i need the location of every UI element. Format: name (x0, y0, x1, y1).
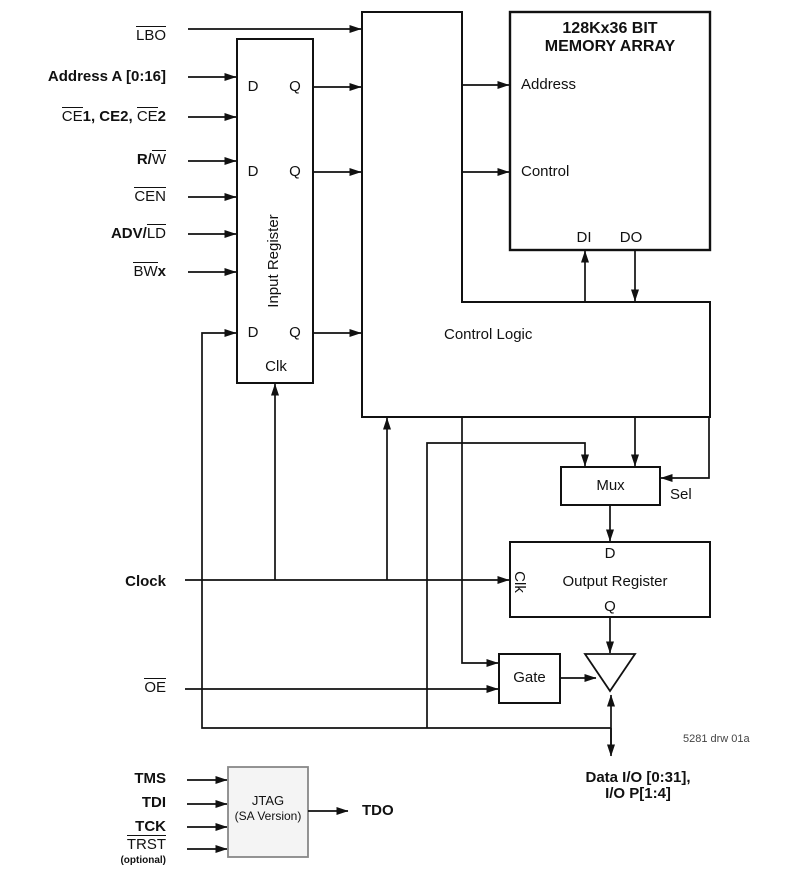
control-logic-title: Control Logic (444, 326, 533, 343)
input-register-q2: Q (289, 163, 301, 180)
jtag-subtitle: (SA Version) (234, 809, 302, 823)
memory-array-di-label: DI (576, 229, 592, 246)
data-io-label-line2: I/O P[1:4] (605, 785, 671, 802)
output-register-d-label: D (604, 545, 616, 562)
jtag-title: JTAG (251, 793, 285, 808)
input-register-q1: Q (289, 78, 301, 95)
drawing-number-note: 5281 drw 01a (683, 733, 750, 745)
memory-array-address-port: Address (521, 76, 577, 93)
gate-title: Gate (513, 669, 546, 686)
input-register-d3: D (247, 324, 259, 341)
output-register-title: Output Register (562, 573, 668, 590)
signal-label-rw: R/W (136, 150, 166, 168)
wire-writedata-to-mux (426, 442, 589, 728)
memory-array-block (508, 10, 712, 252)
memory-array-title-line2: MEMORY ARRAY (544, 38, 676, 55)
signal-label-trst-optional: (optional) (120, 855, 166, 866)
mux-sel-label: Sel (670, 486, 692, 503)
signal-label-address: Address A [0:16] (47, 68, 166, 85)
signal-label-tck: TCK (135, 818, 166, 835)
wire-control-to-gate (461, 417, 499, 667)
input-register-block (236, 38, 314, 384)
input-register-d1: D (247, 78, 259, 95)
wire-mux-sel (660, 417, 710, 482)
output-buffer-triangle (583, 653, 637, 693)
signal-label-adv-ld: ADV/LD (110, 224, 166, 242)
signal-label-oe: OE (144, 678, 166, 696)
input-register-d2: D (247, 163, 259, 180)
mux-title: Mux (596, 477, 625, 494)
wire-io-feedback (201, 329, 611, 729)
output-register-clk-label: Clk (511, 571, 528, 593)
signal-label-clock: Clock (125, 573, 166, 590)
data-io-label-line1: Data I/O [0:31], (585, 769, 691, 786)
memory-array-do-label: DO (619, 229, 643, 246)
input-register-title: Input Register (265, 214, 282, 308)
memory-array-control-port: Control (521, 163, 570, 180)
output-register-q-label: Q (604, 598, 616, 615)
input-register-clk-label: Clk (265, 358, 287, 375)
signal-label-tms: TMS (134, 770, 166, 787)
signal-label-tdo: TDO (362, 802, 394, 819)
mux-block (560, 466, 661, 506)
signal-label-ce: CE1, CE2, CE2 (61, 107, 166, 125)
signal-label-cen: CEN (134, 187, 166, 205)
control-logic-block (361, 11, 711, 418)
output-register-block (509, 541, 711, 618)
input-register-q3: Q (289, 324, 301, 341)
signal-label-trst: TRST (126, 835, 166, 853)
signal-label-tdi: TDI (141, 794, 166, 811)
signal-label-lbo: LBO (135, 26, 166, 44)
jtag-block (227, 766, 309, 858)
memory-array-title-line1: 128Kx36 BIT (562, 20, 658, 37)
signal-label-bwx: BWx (133, 262, 166, 280)
